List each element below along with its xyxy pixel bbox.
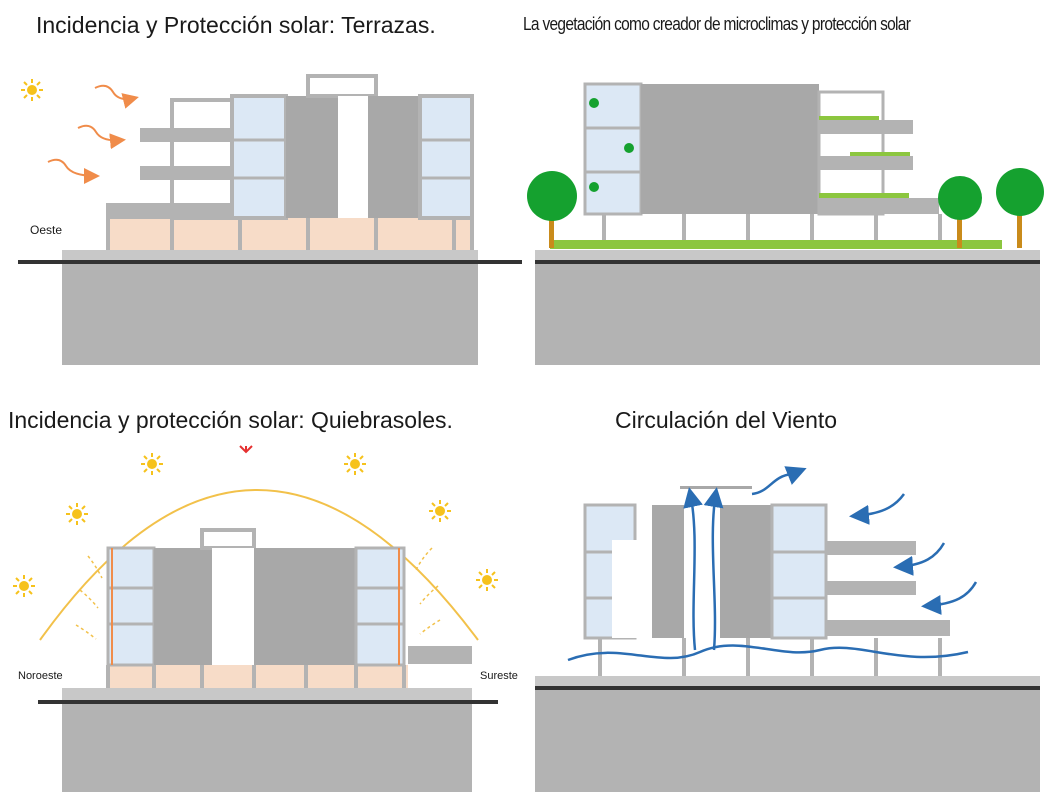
glass-facade	[230, 94, 288, 220]
terrace-slab	[140, 166, 235, 180]
wall	[154, 548, 212, 665]
heat-wave-icon	[47, 84, 139, 184]
terrazas-title: Incidencia y Protección solar: Terrazas.	[36, 12, 436, 38]
label-sureste: Sureste	[480, 670, 518, 682]
sun-icon	[475, 568, 499, 592]
sun-icon	[428, 499, 452, 523]
wall	[641, 84, 819, 214]
viento-title: Circulación del Viento	[615, 407, 838, 433]
ground-block	[535, 262, 1040, 365]
terrace-slab	[140, 128, 235, 142]
panel-terrazas: Oeste	[18, 74, 522, 365]
ground-block	[62, 262, 478, 365]
ground-block	[62, 700, 472, 792]
sun-icon	[65, 502, 89, 526]
wall	[254, 548, 356, 665]
shade-zone	[108, 665, 408, 688]
tree-icon	[589, 98, 599, 108]
panel-vegetacion	[527, 82, 1044, 365]
quiebrasoles-title: Incidencia y protección solar: Quiebraso…	[8, 407, 453, 433]
tree-icon	[996, 168, 1044, 248]
sun-icon	[343, 452, 367, 476]
wind-arrow-icon	[567, 466, 978, 662]
glass-facade	[354, 546, 406, 667]
sun-icon	[140, 452, 164, 476]
vegetacion-title: La vegetación como creador de microclima…	[523, 14, 911, 34]
tree-icon	[527, 171, 577, 248]
glass-facade	[770, 503, 828, 640]
sun-path-arc	[39, 489, 479, 641]
tree-icon	[589, 182, 599, 192]
heat-wave-icon	[75, 547, 441, 640]
panel-viento	[535, 466, 1040, 792]
ground-block	[535, 688, 1040, 792]
wall	[286, 96, 338, 218]
glass-facade	[418, 94, 474, 220]
label-noroeste: Noroeste	[18, 670, 63, 682]
label-oeste: Oeste	[30, 223, 62, 237]
sun-icon	[12, 574, 36, 598]
green-roof	[550, 240, 1002, 249]
panel-quiebrasoles: Noroeste Sureste	[12, 445, 518, 792]
wall	[652, 505, 684, 638]
tree-icon	[624, 143, 634, 153]
wall	[720, 505, 772, 638]
glass-facade	[106, 546, 156, 667]
sun-icon	[20, 78, 44, 102]
tree-icon	[938, 176, 982, 248]
terrace-slab	[106, 203, 236, 219]
